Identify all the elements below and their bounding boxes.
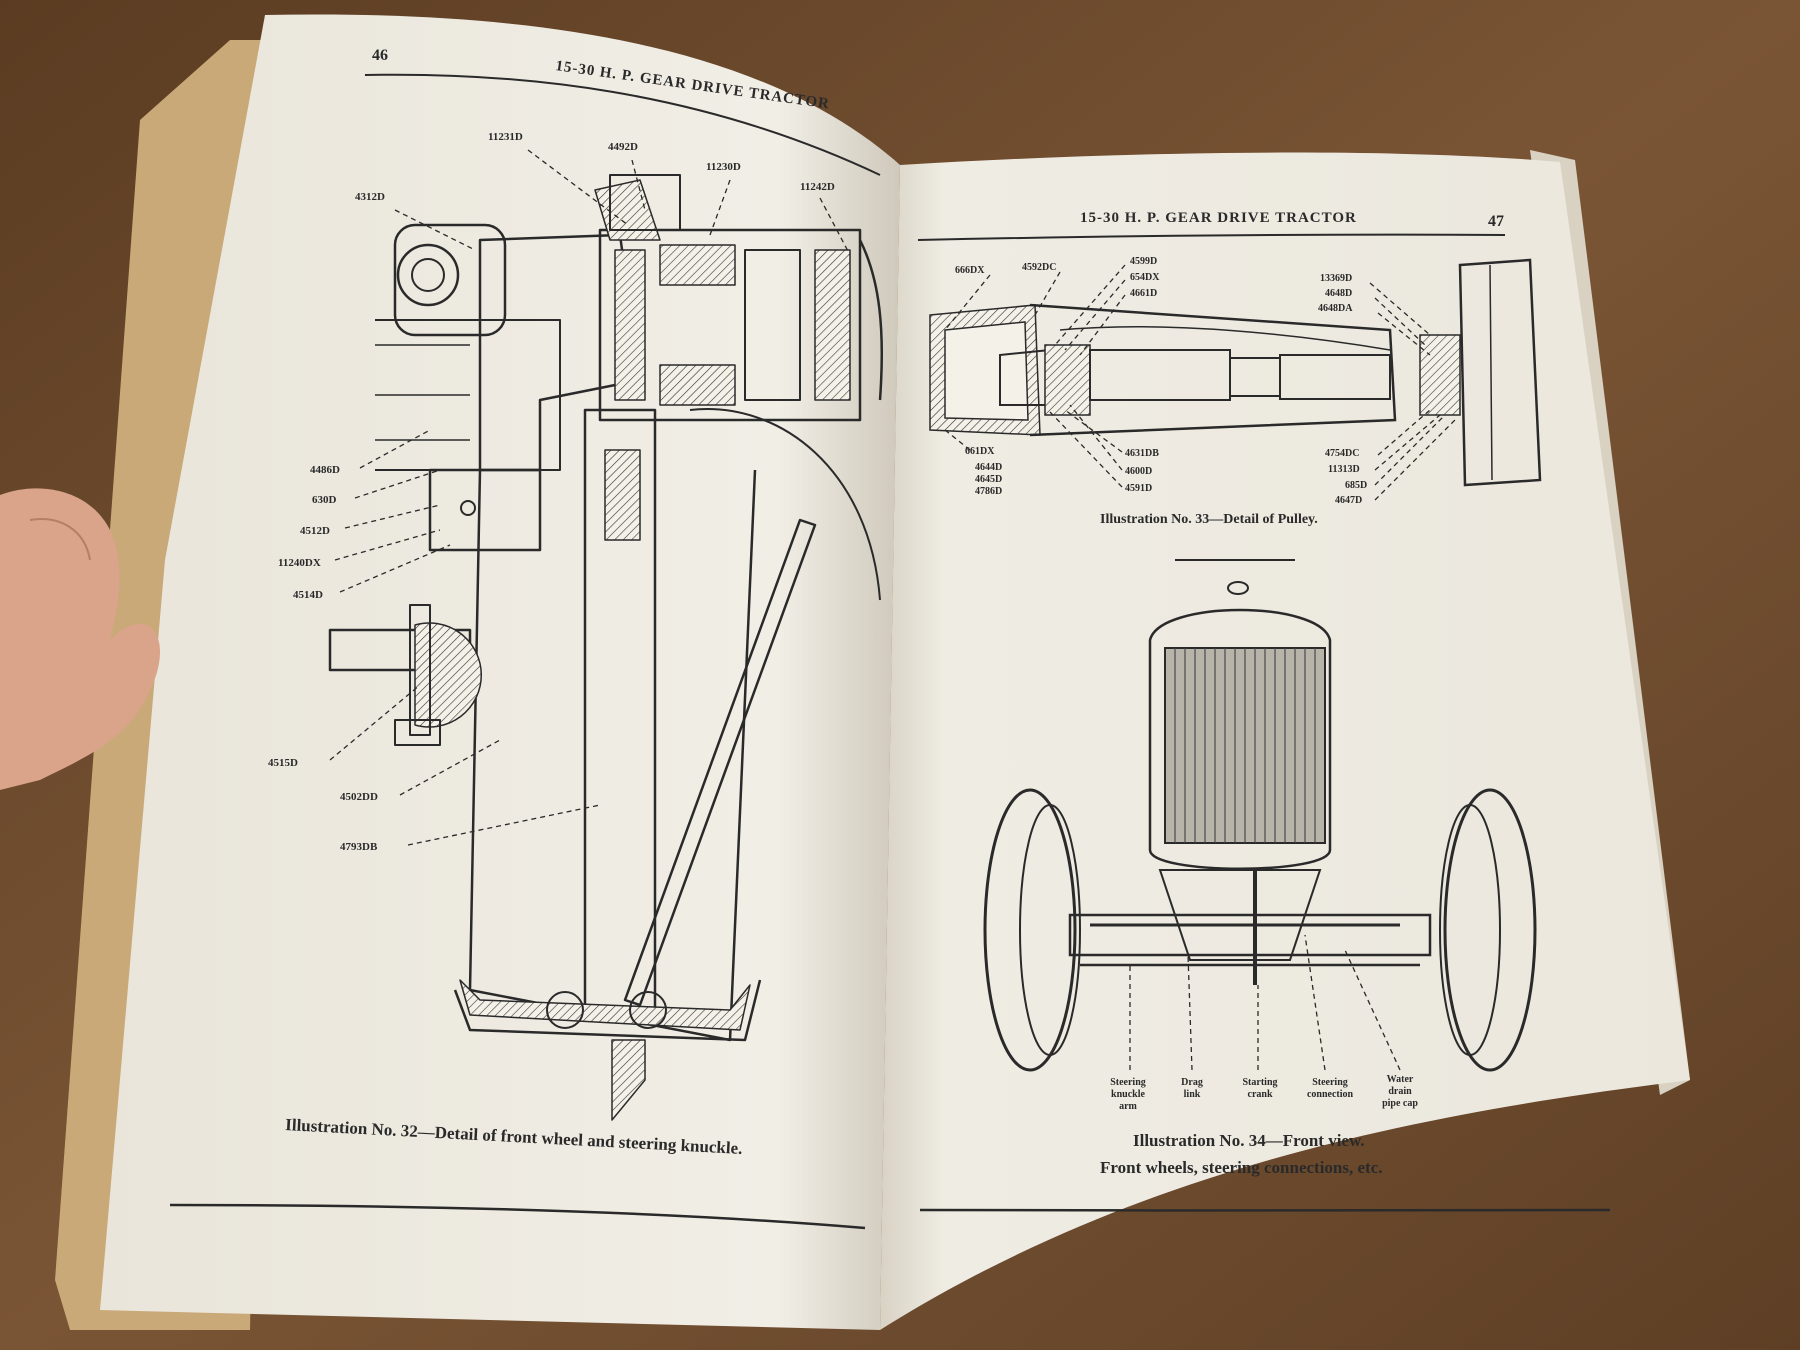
label-steering-knuckle-arm: Steering [1110, 1077, 1146, 1088]
part-label: 4592DC [1022, 262, 1056, 273]
right-page-header: 15-30 H. P. GEAR DRIVE TRACTOR 47 [917, 210, 1506, 241]
part-label: 4793DB [340, 841, 378, 853]
label-steering-knuckle-arm: arm [1119, 1101, 1137, 1112]
page-header-right: 15-30 H. P. GEAR DRIVE TRACTOR [1080, 210, 1357, 226]
part-label: 630D [312, 494, 337, 506]
part-label: 4514D [293, 589, 323, 601]
leader-lines-left [329, 149, 851, 846]
part-label: 4754DC [1325, 448, 1359, 459]
page-number-right: 47 [1488, 213, 1504, 230]
pulley-part-labels: 666DX 4592DC 4599D 654DX 4661D 13369D 46… [955, 256, 1367, 506]
label-water-drain-pipe-cap: drain [1388, 1086, 1412, 1097]
part-label: 666DX [955, 265, 985, 276]
part-label: 4644D [975, 462, 1002, 473]
front-view-leaders [1129, 934, 1401, 1071]
part-label: 4591D [1125, 483, 1152, 494]
label-steering-knuckle-arm: knuckle [1111, 1089, 1145, 1100]
caption-illustration-33: Illustration No. 33—Detail of Pulley. [1100, 512, 1318, 527]
label-drag-link: Drag [1181, 1077, 1203, 1088]
part-label: 4502DD [340, 791, 378, 803]
part-label: 661DX [965, 446, 995, 457]
part-label: 13369D [1320, 273, 1352, 284]
part-label: 11230D [706, 161, 741, 173]
leader-lines-right [944, 264, 1456, 501]
bottom-rule-left [169, 1203, 866, 1230]
label-water-drain-pipe-cap: pipe cap [1382, 1098, 1418, 1109]
part-label: 4512D [300, 525, 330, 537]
thumb-hand [0, 488, 161, 790]
front-view-labels: Steering knuckle arm Drag link Starting … [1110, 1074, 1418, 1112]
part-label: 4645D [975, 474, 1002, 485]
part-label: 685D [1345, 480, 1367, 491]
label-starting-crank: Starting [1243, 1077, 1278, 1088]
part-labels-left: 11231D 4492D 11230D 11242D 4312D 4486D 6… [268, 131, 835, 853]
part-label: 654DX [1130, 272, 1160, 283]
part-label: 4486D [310, 464, 340, 476]
part-label: 11240DX [278, 557, 321, 569]
left-page [100, 14, 900, 1330]
label-starting-crank: crank [1248, 1089, 1273, 1100]
caption-illustration-34: Illustration No. 34—Front view. [1133, 1131, 1365, 1150]
steering-knuckle-drawing [328, 174, 884, 1121]
pulley-drawing [929, 258, 1542, 487]
part-label: 4647D [1335, 495, 1362, 506]
label-water-drain-pipe-cap: Water [1387, 1074, 1414, 1085]
part-label: 11231D [488, 131, 523, 143]
front-view-drawing [983, 581, 1537, 1072]
part-label: 4492D [608, 141, 638, 153]
part-label: 4600D [1125, 466, 1152, 477]
part-label: 4648DA [1318, 303, 1353, 314]
part-label: 4786D [975, 486, 1002, 497]
part-label: 11313D [1328, 464, 1360, 475]
page-number-left: 46 [372, 47, 388, 64]
label-drag-link: link [1184, 1089, 1201, 1100]
part-label: 4648D [1325, 288, 1352, 299]
bottom-rule-right [919, 1208, 1611, 1213]
part-label: 4515D [268, 757, 298, 769]
part-label: 11242D [800, 181, 835, 193]
part-label: 4631DB [1125, 448, 1159, 459]
part-label: 4599D [1130, 256, 1157, 267]
label-steering-connection: Steering [1312, 1077, 1348, 1088]
part-label: 4661D [1130, 288, 1157, 299]
part-label: 4312D [355, 191, 385, 203]
caption-illustration-34-sub: Front wheels, steering connections, etc. [1100, 1158, 1383, 1177]
label-steering-connection: connection [1307, 1089, 1354, 1100]
